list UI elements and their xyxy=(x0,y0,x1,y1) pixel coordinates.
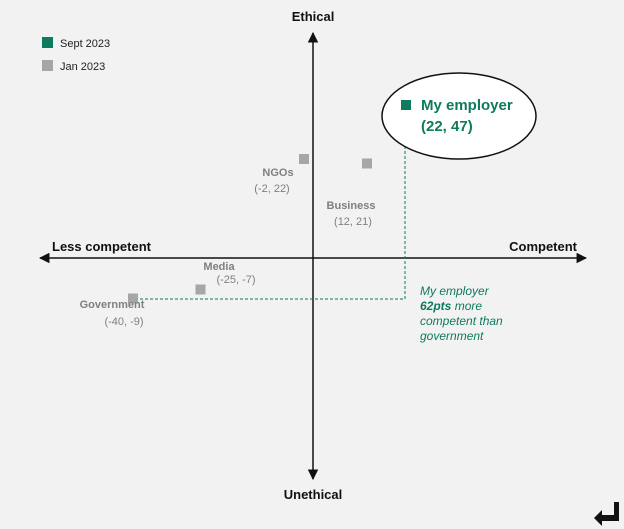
point-government-marker xyxy=(128,293,138,304)
point-ngos-name: NGOs xyxy=(262,167,293,179)
point-business-coord: (12, 21) xyxy=(334,216,372,228)
arrow-corner-icon[interactable] xyxy=(594,502,619,526)
y-axis-top-label: Ethical xyxy=(292,9,335,24)
gap-annotation-line2: 62pts more xyxy=(420,299,482,313)
gap-annotation-line1: My employer xyxy=(420,284,490,298)
point-my-employer-marker xyxy=(401,100,411,110)
point-business-name: Business xyxy=(327,200,376,212)
y-axis-bottom-label: Unethical xyxy=(284,487,343,502)
gap-annotation-line4: government xyxy=(420,329,484,343)
gap-annotation: My employer 62pts more competent than go… xyxy=(420,284,506,343)
point-ngos-coord: (-2, 22) xyxy=(254,183,289,195)
point-my-employer-name: My employer xyxy=(421,97,513,114)
point-business-marker xyxy=(362,158,372,169)
point-government-name: Government xyxy=(80,299,145,311)
gap-annotation-line3: competent than xyxy=(420,314,503,328)
point-government-coord: (-40, -9) xyxy=(104,316,143,328)
point-ngos-marker xyxy=(299,154,309,164)
point-my-employer-coord: (22, 47) xyxy=(421,118,473,135)
point-media-coord: (-25, -7) xyxy=(216,274,255,286)
gap-connector-line xyxy=(140,146,406,300)
point-media-marker xyxy=(195,284,206,295)
legend-label-jan-2023: Jan 2023 xyxy=(60,61,105,73)
x-axis-left-label: Less competent xyxy=(52,239,152,254)
point-media-name: Media xyxy=(203,261,235,273)
legend-swatch-jan-2023 xyxy=(42,60,53,71)
my-employer-callout xyxy=(381,72,537,160)
legend-label-sept-2023: Sept 2023 xyxy=(60,38,110,50)
legend: Sept 2023 Jan 2023 xyxy=(42,37,110,73)
legend-swatch-sept-2023 xyxy=(42,37,53,48)
x-axis-right-label: Competent xyxy=(509,239,578,254)
